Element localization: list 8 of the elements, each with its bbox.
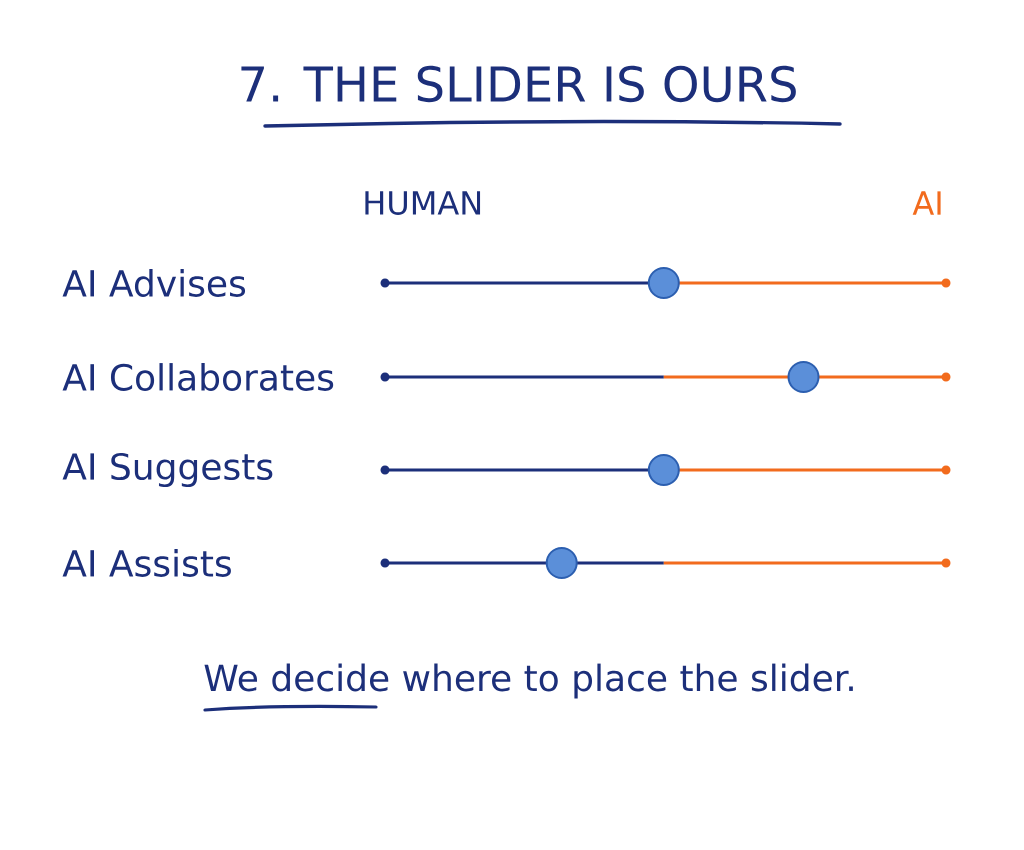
- row-label: AI Collaborates: [62, 363, 334, 391]
- title-text: 7. THE SLIDER IS OURS: [241, 65, 796, 103]
- row-label: AI Advises: [62, 269, 246, 297]
- row-label: AI Assists: [62, 549, 231, 577]
- row-label: AI Suggests: [62, 452, 273, 488]
- column-label: HUMAN: [365, 191, 481, 215]
- column-label: AI: [912, 191, 941, 215]
- caption-text: We decide where to place the slider.: [204, 663, 853, 699]
